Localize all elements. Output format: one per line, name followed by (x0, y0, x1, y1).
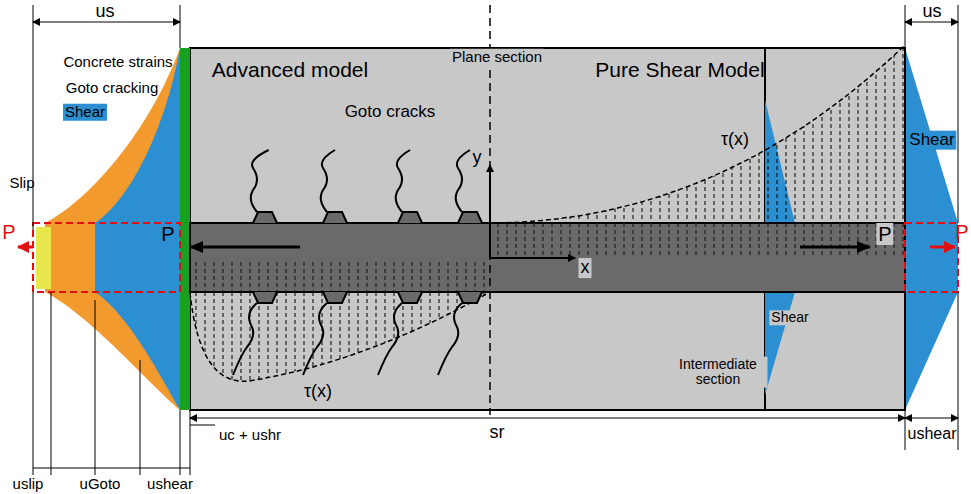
label: us (922, 2, 941, 22)
label: Intermediate section (669, 357, 768, 388)
shear-stress-hatch (196, 292, 484, 400)
shear-zone (95, 48, 180, 410)
label: x (579, 258, 592, 278)
shear-stress-hatch (498, 40, 903, 223)
label: Goto cracks (343, 103, 438, 122)
plane-section (489, 5, 491, 415)
label: Slip (9, 175, 34, 192)
bar-outline (33, 223, 180, 292)
label: Pure Shear Model (595, 58, 764, 81)
goto-cracks (233, 150, 482, 375)
label: τ(x) (302, 382, 334, 402)
label: τ(x) (719, 130, 751, 150)
label: Concrete strains (63, 54, 172, 71)
label: uc + ushr (219, 427, 281, 444)
label: y (473, 148, 482, 168)
bar-outline (905, 223, 958, 292)
label: Plane section (450, 49, 544, 66)
force-arrow (18, 246, 33, 249)
label: uslip (13, 476, 44, 493)
x-axis (490, 257, 575, 259)
slip-zone (36, 227, 51, 289)
steel-bar (190, 223, 905, 292)
label: ushear (908, 425, 957, 443)
bar-hatch (498, 223, 903, 255)
label: sr (490, 423, 505, 443)
label: Goto cracking (66, 80, 159, 97)
shear-zone (905, 48, 958, 410)
y-axis (489, 165, 491, 258)
force-arrow (800, 246, 870, 249)
dimension-lines (33, 5, 958, 475)
force-arrow (930, 246, 955, 249)
label: Shear (907, 131, 956, 150)
label: uGoto (80, 476, 121, 493)
force-arrow (190, 246, 300, 249)
label: P (876, 223, 893, 245)
label: ushear (147, 476, 193, 493)
label: P (955, 221, 968, 243)
concrete-strain-strip (180, 48, 190, 410)
bar-hatch (196, 262, 484, 292)
label: Advanced model (212, 58, 368, 81)
tau-curve (490, 45, 905, 223)
label: us (95, 2, 114, 22)
label: Shear (769, 310, 810, 325)
label: Shear (63, 104, 107, 121)
concrete-prism (190, 48, 905, 410)
label: P (161, 223, 174, 245)
goto-zone (45, 48, 180, 410)
label: P (2, 221, 15, 243)
tau-curve (190, 292, 490, 381)
